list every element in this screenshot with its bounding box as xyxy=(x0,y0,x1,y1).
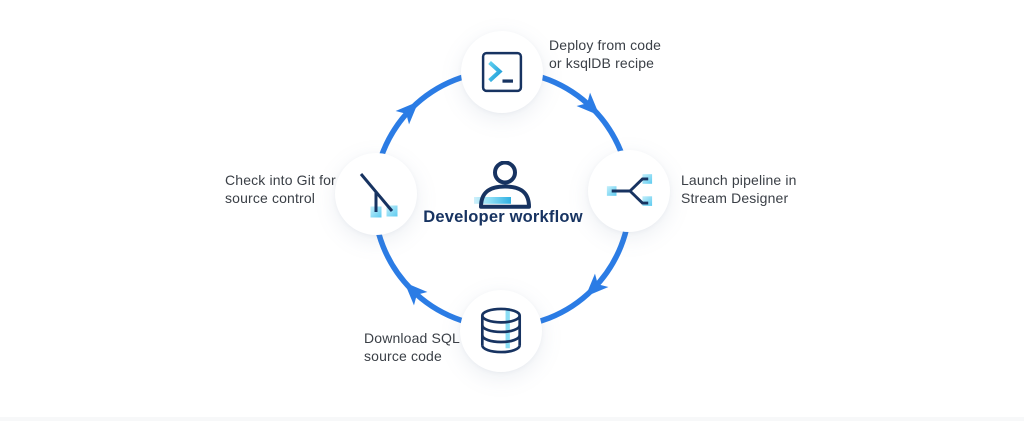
node-deploy xyxy=(461,31,543,113)
node-label-download-sql: Download SQL source code xyxy=(364,330,460,364)
pipeline-fork-icon xyxy=(606,174,653,206)
node-download-sql xyxy=(460,290,542,372)
terminal-icon xyxy=(481,51,523,93)
node-label-launch: Launch pipeline in Stream Designer xyxy=(681,172,797,206)
node-launch xyxy=(588,150,670,232)
flow-arrow-right-to-bottom xyxy=(585,273,609,297)
page-bottom-divider xyxy=(0,417,1024,421)
node-check-into-git xyxy=(335,153,417,235)
node-label-deploy: Deploy from code or ksqlDB recipe xyxy=(549,37,662,71)
flow-arrow-bottom-to-left xyxy=(404,282,428,306)
flow-arrow-left-to-top xyxy=(395,101,419,125)
diagram-title: Developer workflow xyxy=(423,208,583,226)
chest-accent-bar xyxy=(474,197,511,204)
database-icon xyxy=(480,307,522,354)
git-branch-icon xyxy=(359,173,398,218)
node-label-check-into-git: Check into Git for source control xyxy=(225,172,336,206)
flow-arrow-top-to-right xyxy=(576,92,600,116)
person-icon xyxy=(474,161,531,209)
